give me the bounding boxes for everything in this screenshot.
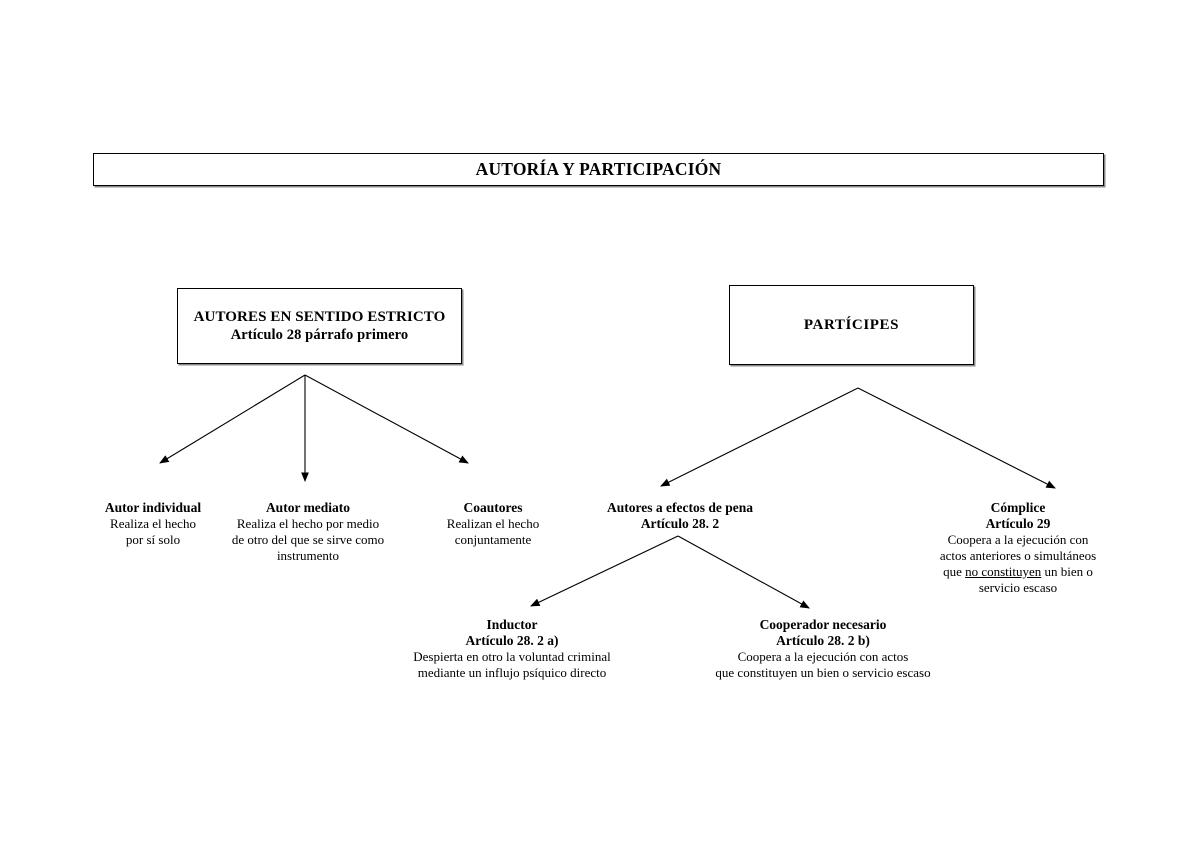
node-complice: Cómplice Artículo 29 Coopera a la ejecuc… [920,500,1116,596]
node-autores-a-efectos-de-pena-heading-line1: Autores a efectos de pena [607,500,753,515]
connector-left-to-coautores [304,374,469,464]
node-autor-mediato-body-line3: instrumento [276,548,340,563]
node-complice-body-line3: que no constituyen un bien o [920,564,1116,580]
node-autor-individual-body-line2: por sí solo [125,532,181,547]
node-autores-a-efectos-de-pena: Autores a efectos de pena Artículo 28. 2 [580,500,780,532]
node-coautores-body-line1: Realizan el hecho [446,516,540,531]
node-complice-body-line3-underlined: no constituyen [965,564,1042,579]
node-participes: PARTÍCIPES [729,285,974,365]
connector-autores-to-cooperador [677,535,810,609]
node-autores-sentido-estricto-line1: AUTORES EN SENTIDO ESTRICTO [193,309,446,325]
node-autor-mediato-body-line1: Realiza el hecho por medio [236,516,380,531]
connector-right-to-autores-efectos [660,387,859,487]
node-cooperador-necesario-heading-line2: Artículo 28. 2 b) [776,633,870,648]
node-complice-heading-line2: Artículo 29 [985,516,1051,531]
node-autor-individual-body-line1: Realiza el hecho [110,516,196,531]
node-inductor-heading-line2: Artículo 28. 2 a) [465,633,559,648]
node-coautores-body-line2: conjuntamente [454,532,532,547]
title-text: AUTORÍA Y PARTICIPACIÓN [475,159,722,179]
node-autor-mediato: Autor mediato Realiza el hecho por medio… [210,500,406,564]
node-autor-mediato-body-line2: de otro del que se sirve como [231,532,385,547]
node-autor-mediato-heading: Autor mediato [265,500,351,515]
node-coautores-heading: Coautores [463,500,523,515]
node-cooperador-necesario-body-line1: Coopera a la ejecución con actos [737,649,909,664]
node-complice-body-line1: Coopera a la ejecución con [947,532,1089,547]
node-complice-body-line3-post: un bien o [1041,564,1093,579]
connector-left-to-autor-individual [159,374,306,464]
node-participes-line1: PARTÍCIPES [803,317,900,333]
node-cooperador-necesario-body-line2: que constituyen un bien o servicio escas… [715,665,931,680]
node-autor-individual: Autor individual Realiza el hecho por sí… [78,500,228,548]
node-inductor-heading-line1: Inductor [486,617,538,632]
node-coautores: Coautores Realizan el hecho conjuntament… [412,500,574,548]
title-box: AUTORÍA Y PARTICIPACIÓN [93,153,1104,186]
node-autores-sentido-estricto: AUTORES EN SENTIDO ESTRICTO Artículo 28 … [177,288,462,364]
node-complice-heading-line1: Cómplice [990,500,1046,515]
node-inductor-body-line1: Despierta en otro la voluntad criminal [413,649,611,664]
connector-right-to-complice [857,387,1056,489]
node-cooperador-necesario-heading-line1: Cooperador necesario [759,617,887,632]
node-complice-body-line4: servicio escaso [978,580,1058,595]
node-inductor: Inductor Artículo 28. 2 a) Despierta en … [392,617,632,681]
node-inductor-body-line2: mediante un influjo psíquico directo [417,665,607,680]
node-complice-body-line2: actos anteriores o simultáneos [939,548,1097,563]
node-complice-body-line3-pre: que [943,564,966,579]
node-autores-sentido-estricto-line2: Artículo 28 párrafo primero [230,327,409,343]
node-autor-individual-heading: Autor individual [104,500,202,515]
node-autores-a-efectos-de-pena-heading-line2: Artículo 28. 2 [640,516,720,531]
node-cooperador-necesario: Cooperador necesario Artículo 28. 2 b) C… [692,617,954,681]
